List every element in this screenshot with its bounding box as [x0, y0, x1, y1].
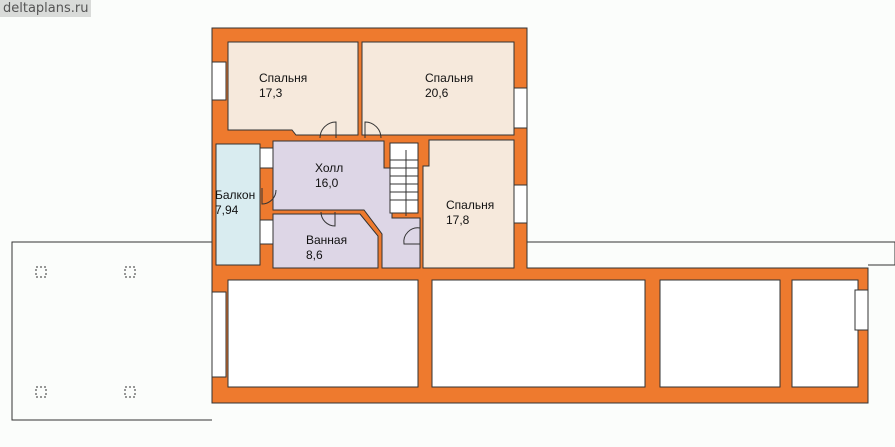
room-name: Холл [315, 161, 344, 175]
bedroom-1-floor [227, 41, 359, 136]
room-area: 8,6 [306, 248, 323, 262]
room-name: Ванная [306, 233, 348, 247]
room-area: 16,0 [315, 176, 339, 190]
balcony-floor [215, 143, 261, 266]
bathroom-floor [272, 213, 379, 269]
lower-room-4 [791, 279, 859, 388]
room-name: Балкон [215, 188, 256, 202]
room-area: 20,6 [425, 86, 449, 100]
terrace-outline [11, 241, 895, 421]
room-name: Спальня [425, 71, 474, 85]
site-watermark-label: deltaplans.ru [0, 0, 92, 17]
room-area: 7,94 [215, 203, 239, 217]
bedroom-3-floor [422, 139, 515, 269]
room-area: 17,3 [259, 86, 283, 100]
hall-floor [272, 140, 421, 269]
room-area: 17,8 [446, 213, 470, 227]
room-name: Спальня [446, 198, 495, 212]
bedroom-2-floor [361, 41, 515, 136]
room-name: Спальня [259, 71, 308, 85]
door-swings [261, 121, 421, 245]
lower-room-2 [431, 279, 646, 388]
lower-room-3 [659, 279, 781, 388]
lower-room-1 [227, 279, 419, 388]
windows [211, 61, 869, 378]
staircase [389, 142, 419, 216]
column-markers [35, 266, 136, 398]
